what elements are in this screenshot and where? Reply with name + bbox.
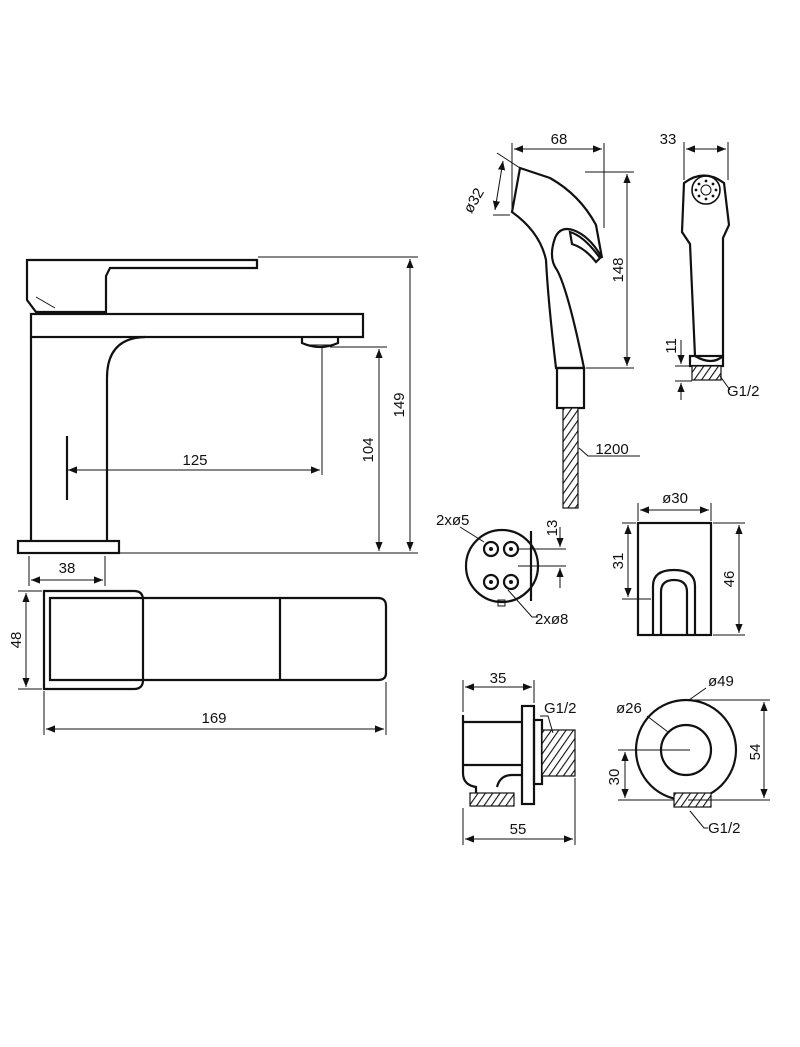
dim-holder-hole-spacing: 13 [544, 520, 561, 537]
dim-spray-width: 33 [660, 131, 677, 148]
dim-elbow-dia-outer: ø49 [708, 673, 734, 690]
dim-elbow-offset: 30 [606, 769, 623, 786]
dim-hose-length: 1200 [595, 441, 628, 458]
dim-spray-length: 68 [551, 131, 568, 148]
faucet-side-view [16, 258, 365, 555]
dim-total-length: 169 [201, 710, 226, 727]
dim-spray-thread-length: 11 [663, 338, 680, 354]
dim-holder-width: ø30 [662, 490, 688, 507]
holder-cradle-view [622, 503, 745, 637]
dim-spout-reach: 125 [182, 452, 207, 469]
hand-spray-front-view [675, 142, 731, 400]
dimension-lines-faucet [28, 256, 418, 586]
wall-elbow-front-view [618, 687, 770, 829]
dim-spray-height: 148 [610, 257, 627, 282]
dim-holder-cradle-height: 31 [610, 553, 627, 570]
dim-total-height: 149 [391, 392, 408, 417]
hand-spray-side-view [492, 143, 640, 509]
dim-elbow-depth: 35 [490, 670, 507, 687]
dim-elbow-height: 54 [747, 744, 764, 761]
dim-elbow-length: 55 [510, 821, 527, 838]
faucet-top-view [18, 589, 388, 735]
dim-body-width: 48 [8, 632, 25, 649]
dim-spray-thread: G1/2 [727, 383, 760, 400]
dim-holder-fixing-holes: 2xø8 [535, 611, 568, 628]
wall-elbow-side-view [461, 680, 576, 845]
dim-spout-height: 104 [360, 437, 377, 462]
dim-holder-screw-holes: 2xø5 [436, 512, 469, 529]
dim-holder-height: 46 [721, 571, 738, 588]
dim-elbow-thread: G1/2 [544, 700, 577, 717]
holder-mounting-plate [459, 526, 566, 618]
dim-base-depth: 38 [59, 560, 76, 577]
dim-elbow-dia-inner: ø26 [616, 700, 642, 717]
dim-spray-head-dia: ø32 [460, 185, 488, 216]
dim-elbow-outlet-thread: G1/2 [708, 820, 741, 837]
